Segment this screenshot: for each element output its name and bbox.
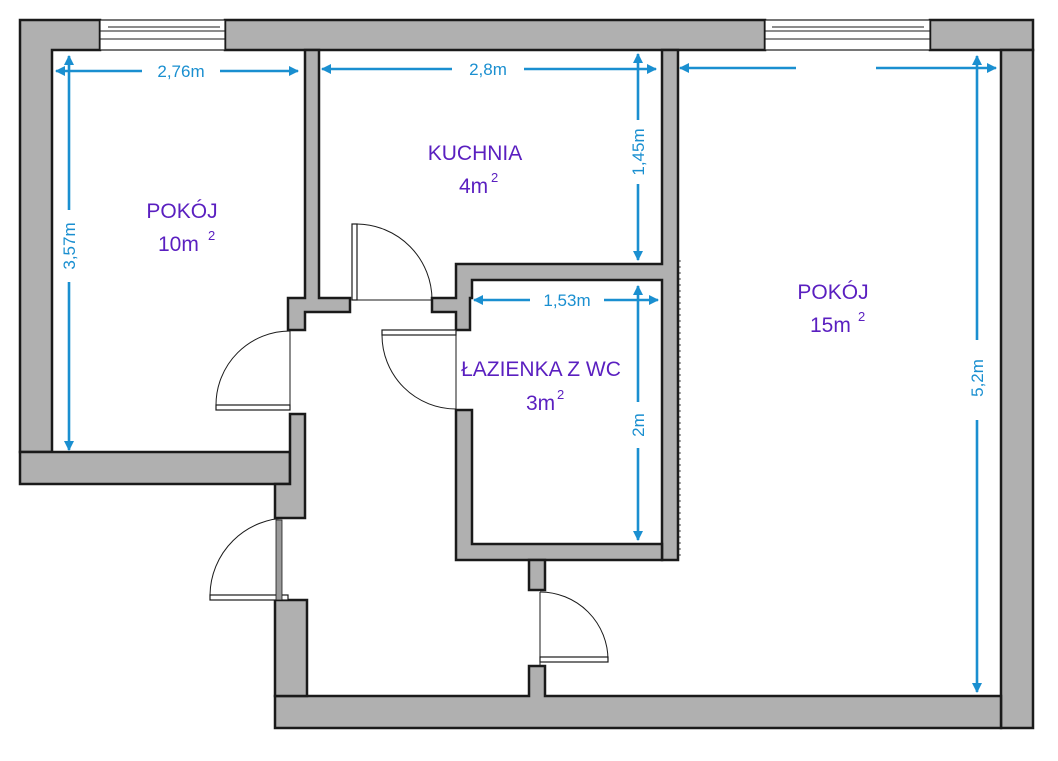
wall-top-right [928, 18, 1035, 52]
wall-top-middle [223, 18, 767, 52]
dim-kitchen-width: 2,8m [469, 60, 507, 79]
windows [99, 19, 931, 51]
wall-bottom-outer [273, 664, 1003, 730]
dimensions: 2,76m 3,57m 2,8m 1,45m 5,2m 1,53m 2m [55, 53, 997, 693]
kitchen-name: KUCHNIA [428, 142, 523, 165]
kitchen-area-sup: 2 [491, 170, 498, 185]
doors [209, 223, 609, 666]
dim-right-room-height: 5,2m [968, 359, 987, 397]
bathroom-area-sup: 2 [557, 387, 564, 402]
left-room-name: POKÓJ [146, 200, 217, 223]
right-room-area: 15m [810, 314, 851, 337]
dim-left-room-width: 2,76m [157, 62, 204, 81]
window-left [99, 19, 226, 51]
wall-bathroom-left [454, 408, 664, 562]
door-entrance[interactable] [209, 517, 289, 601]
dim-bathroom-width: 1,53m [543, 291, 590, 310]
door-bathroom[interactable] [381, 329, 457, 410]
door-kitchen[interactable] [351, 223, 433, 301]
wall-kitchen-right [430, 48, 680, 562]
door-left-room[interactable] [215, 330, 291, 411]
left-room-area: 10m [158, 233, 199, 256]
dim-bathroom-height: 2m [629, 413, 648, 437]
dim-kitchen-height: 1,45m [629, 128, 648, 175]
right-room-name: POKÓJ [797, 281, 868, 304]
wall-corridor-pier [273, 412, 307, 520]
wall-right-outer [999, 48, 1035, 730]
dim-left-room-height: 3,57m [60, 222, 79, 269]
left-room-area-sup: 2 [208, 228, 215, 243]
bathroom-area: 3m [526, 392, 555, 415]
right-room-area-sup: 2 [858, 309, 865, 324]
wall-corridor-left-lower [273, 598, 309, 698]
wall-bathroom-stub [527, 558, 547, 592]
window-right [764, 19, 931, 51]
walls [18, 18, 1035, 730]
wall-leftroom-kitchen [286, 48, 352, 332]
wall-left-outer [18, 450, 292, 486]
room-labels: POKÓJ 10m 2 KUCHNIA 4m 2 ŁAZIENKA Z WC 3… [146, 142, 868, 415]
door-wc[interactable] [539, 591, 609, 666]
kitchen-area: 4m [459, 175, 488, 198]
bathroom-name: ŁAZIENKA Z WC [461, 358, 621, 381]
